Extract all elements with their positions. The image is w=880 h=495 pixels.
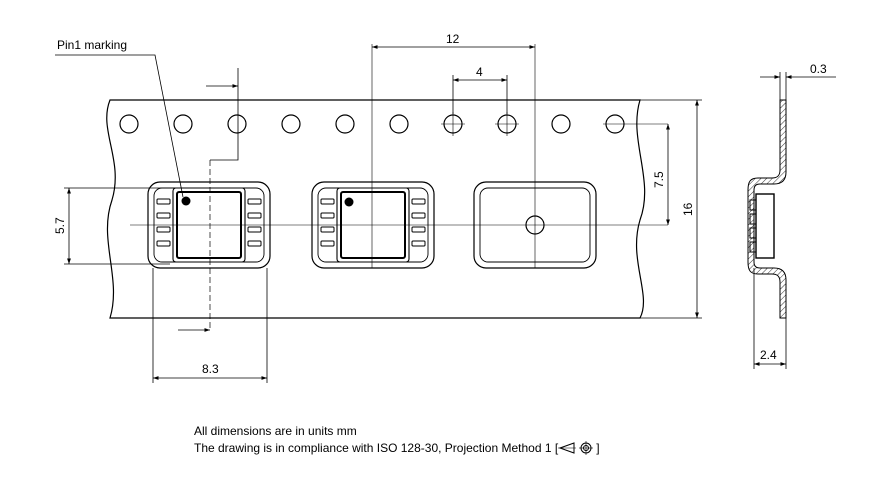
projection-method-icon: [558, 441, 594, 455]
dim-4: [452, 75, 508, 114]
dim-7-5-label: 7.5: [652, 171, 666, 188]
dim-8-3-label: 8.3: [202, 362, 219, 376]
dim-16-label: 16: [681, 202, 695, 216]
dim-0-3-label: 0.3: [810, 62, 827, 76]
dim-4-label: 4: [476, 65, 483, 79]
dim-8-3: [152, 268, 268, 383]
dim-0-3: [760, 72, 836, 100]
dim-2-4: [753, 268, 787, 369]
dim-12-label: 12: [446, 32, 460, 46]
units-note: All dimensions are in units mm: [194, 424, 357, 438]
drawing-notes: All dimensions are in units mm The drawi…: [194, 423, 600, 457]
dim-5-7-label: 5.7: [53, 217, 67, 234]
pin1-label: Pin1 marking: [57, 38, 127, 52]
dim-2-4-label: 2.4: [760, 348, 777, 362]
dim-16: [640, 99, 702, 319]
offset-markers: [178, 68, 239, 332]
compliance-note: The drawing is in compliance with ISO 12…: [194, 441, 600, 455]
dim-5-7: [64, 187, 170, 265]
pin1-dot: [181, 196, 191, 206]
pin1-leader: [55, 54, 184, 198]
